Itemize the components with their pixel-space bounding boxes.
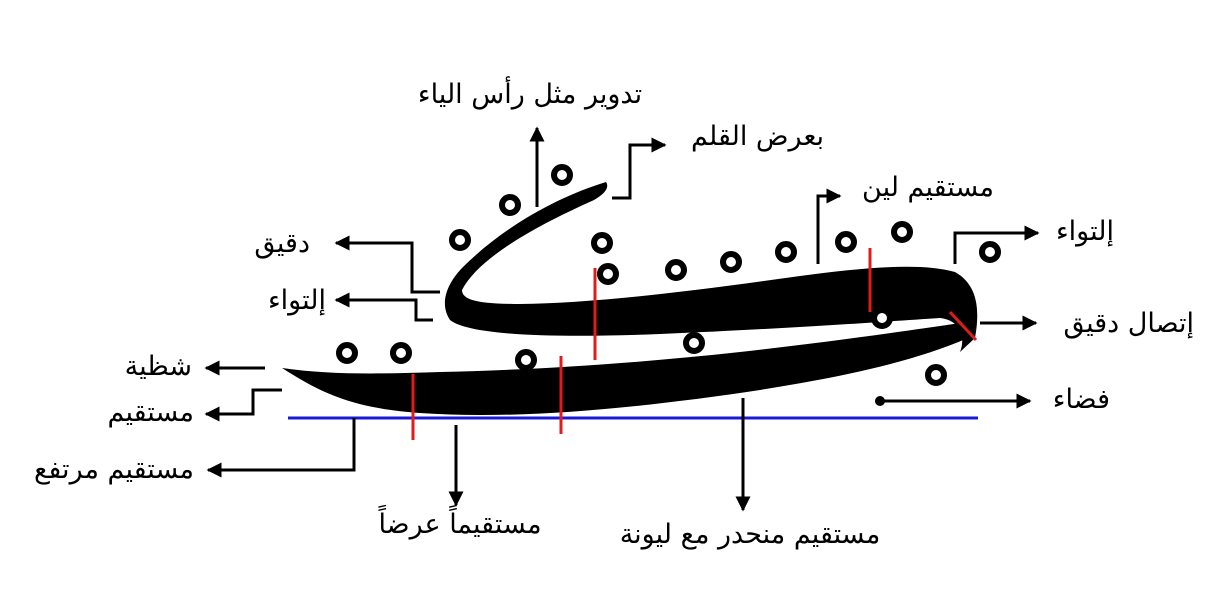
label-fine-left: دقيق [254,228,310,259]
space-start-dot [875,396,885,406]
label-straight-descending: مستقيم منحدر مع ليونة [620,519,881,550]
dot [979,241,1001,263]
label-tail-flick: شظية [125,351,192,382]
width-markers [411,248,978,440]
dot [775,241,797,263]
label-space: فضاء [1053,384,1110,415]
dot [871,307,893,329]
label-round-ya-head: تدوير مثل رأس الياء [418,76,642,110]
arrow-fine-left [334,235,440,294]
label-straight: مستقيم [108,397,194,428]
dot [499,194,521,216]
arrow-twist-left [334,292,433,322]
dot [683,332,705,354]
lower-stroke [282,323,968,416]
dot [591,232,613,254]
width-marker [948,310,978,342]
dot [390,342,412,364]
arrow-straight-raised [206,418,356,478]
arrow-pen-width [612,137,667,200]
dot [891,221,913,243]
dot [515,349,537,371]
label-pen-width: بعرض القلم [691,121,824,152]
dot [551,164,573,186]
dot [925,364,947,386]
dot [336,342,358,364]
arrow-twist-right [953,225,1040,264]
letter-kaf-strokes [282,182,978,416]
dot [665,259,687,281]
leader-lines [204,126,1040,512]
arrow-straight [204,388,282,422]
labels: تدوير مثل رأس الياء بعرض القلم مستقيم لي… [34,76,1194,550]
dot [835,231,857,253]
dot [597,263,619,285]
label-twist-right: إلتواء [1056,216,1114,247]
dot [720,251,742,273]
label-straight-raised: مستقيم مرتفع [34,454,194,485]
label-straight-horizontal: مستقيماً عرضاً [377,504,541,540]
arrow-soft-straight [816,188,842,264]
upper-stroke [444,182,978,352]
label-soft-straight: مستقيم لين [862,172,994,203]
measure-dots [336,164,1001,386]
label-twist-left: إلتواء [268,285,326,316]
dot [449,229,471,251]
label-fine-join: إتصال دقيق [1064,308,1194,339]
